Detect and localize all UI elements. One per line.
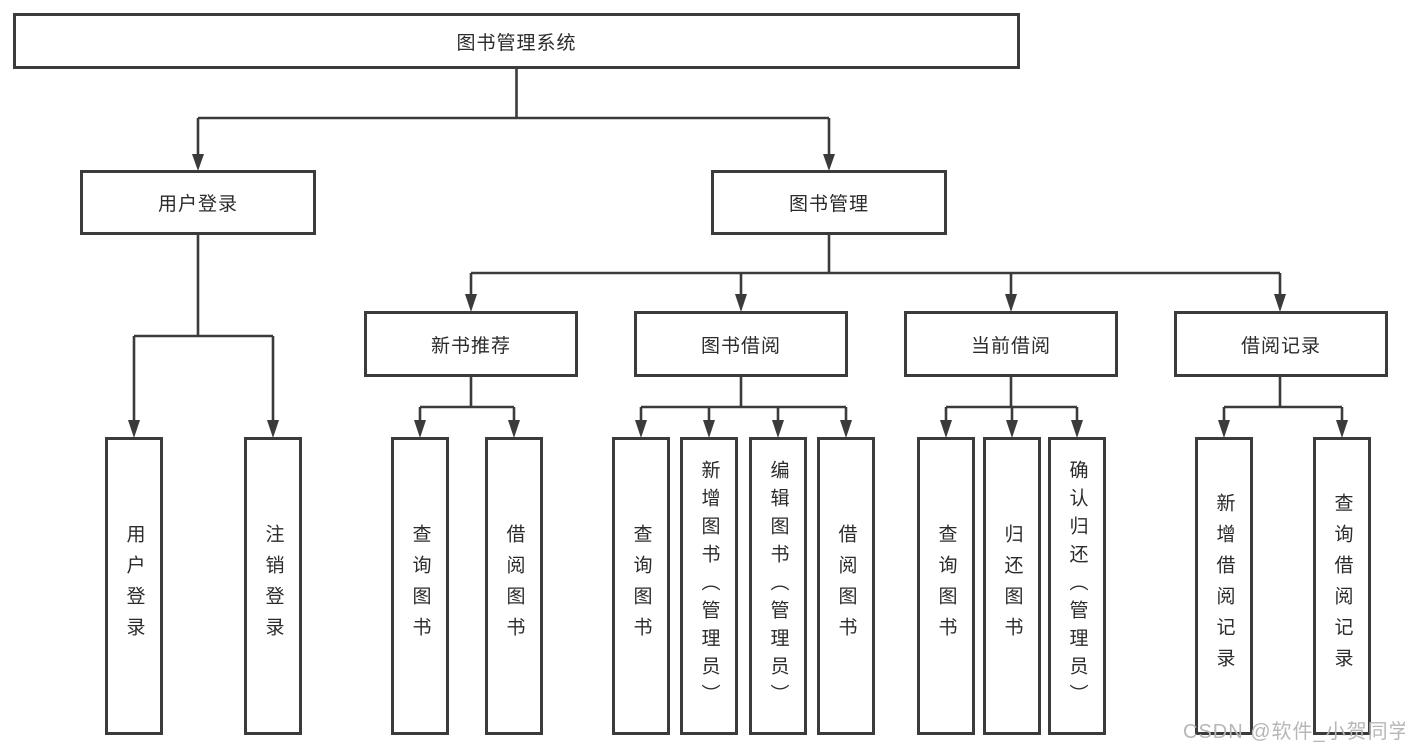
leaf-add-books-admin: 新增图书（管理员） <box>680 437 738 735</box>
connector-currentborrow-to-children <box>944 377 1079 426</box>
node-user-login: 用户登录 <box>80 170 316 235</box>
node-book-management: 图书管理 <box>711 170 947 235</box>
node-library-management-system: 图书管理系统 <box>13 13 1020 69</box>
arrow-down-icon <box>508 420 520 438</box>
node-new-book-recommendation: 新书推荐 <box>364 311 578 377</box>
leaf-borrow-books: 借阅图书 <box>817 437 875 735</box>
arrow-down-icon <box>267 420 279 438</box>
arrow-down-icon <box>128 420 140 438</box>
arrow-down-icon <box>1006 420 1018 438</box>
arrow-down-icon <box>1005 294 1017 312</box>
connector-root-to-level2 <box>196 68 831 157</box>
arrow-down-icon <box>192 154 204 171</box>
leaf-logout: 注销登录 <box>244 437 302 735</box>
leaf-query-books: 查询图书 <box>612 437 670 735</box>
leaf-query-borrow-record: 查询借阅记录 <box>1313 437 1371 735</box>
node-borrowing-records: 借阅记录 <box>1174 311 1388 377</box>
arrow-down-icon <box>1071 420 1083 438</box>
connector-newbook-to-children <box>418 377 516 426</box>
connector-bookborrow-to-children <box>639 377 848 426</box>
arrow-down-icon <box>414 420 426 438</box>
node-current-borrowing: 当前借阅 <box>904 311 1118 377</box>
leaf-add-borrow-record: 新增借阅记录 <box>1195 437 1253 735</box>
leaf-edit-books-admin: 编辑图书（管理员） <box>749 437 807 735</box>
arrow-down-icon <box>1336 420 1348 438</box>
arrow-down-icon <box>703 420 715 438</box>
leaf-confirm-return-admin: 确认归还（管理员） <box>1048 437 1106 735</box>
arrow-down-icon <box>840 420 852 438</box>
node-book-borrowing: 图书借阅 <box>634 311 848 377</box>
arrow-down-icon <box>635 420 647 438</box>
arrow-down-icon <box>1218 420 1230 438</box>
arrow-down-icon <box>735 294 747 312</box>
connector-bookmgmt-to-level3 <box>469 235 1282 297</box>
csdn-watermark: CSDN @软件_小贺同学 <box>1183 721 1405 743</box>
arrow-down-icon <box>940 420 952 438</box>
arrow-down-icon <box>823 154 835 171</box>
leaf-query-books: 查询图书 <box>391 437 449 735</box>
connector-records-to-children <box>1222 377 1344 426</box>
leaf-borrow-books: 借阅图书 <box>485 437 543 735</box>
arrow-down-icon <box>772 420 784 438</box>
leaf-return-books: 归还图书 <box>983 437 1041 735</box>
arrow-down-icon <box>1274 294 1286 312</box>
connector-userlogin-to-children <box>132 235 275 426</box>
leaf-query-books: 查询图书 <box>917 437 975 735</box>
arrow-down-icon <box>465 294 477 312</box>
leaf-user-login: 用户登录 <box>105 437 163 735</box>
